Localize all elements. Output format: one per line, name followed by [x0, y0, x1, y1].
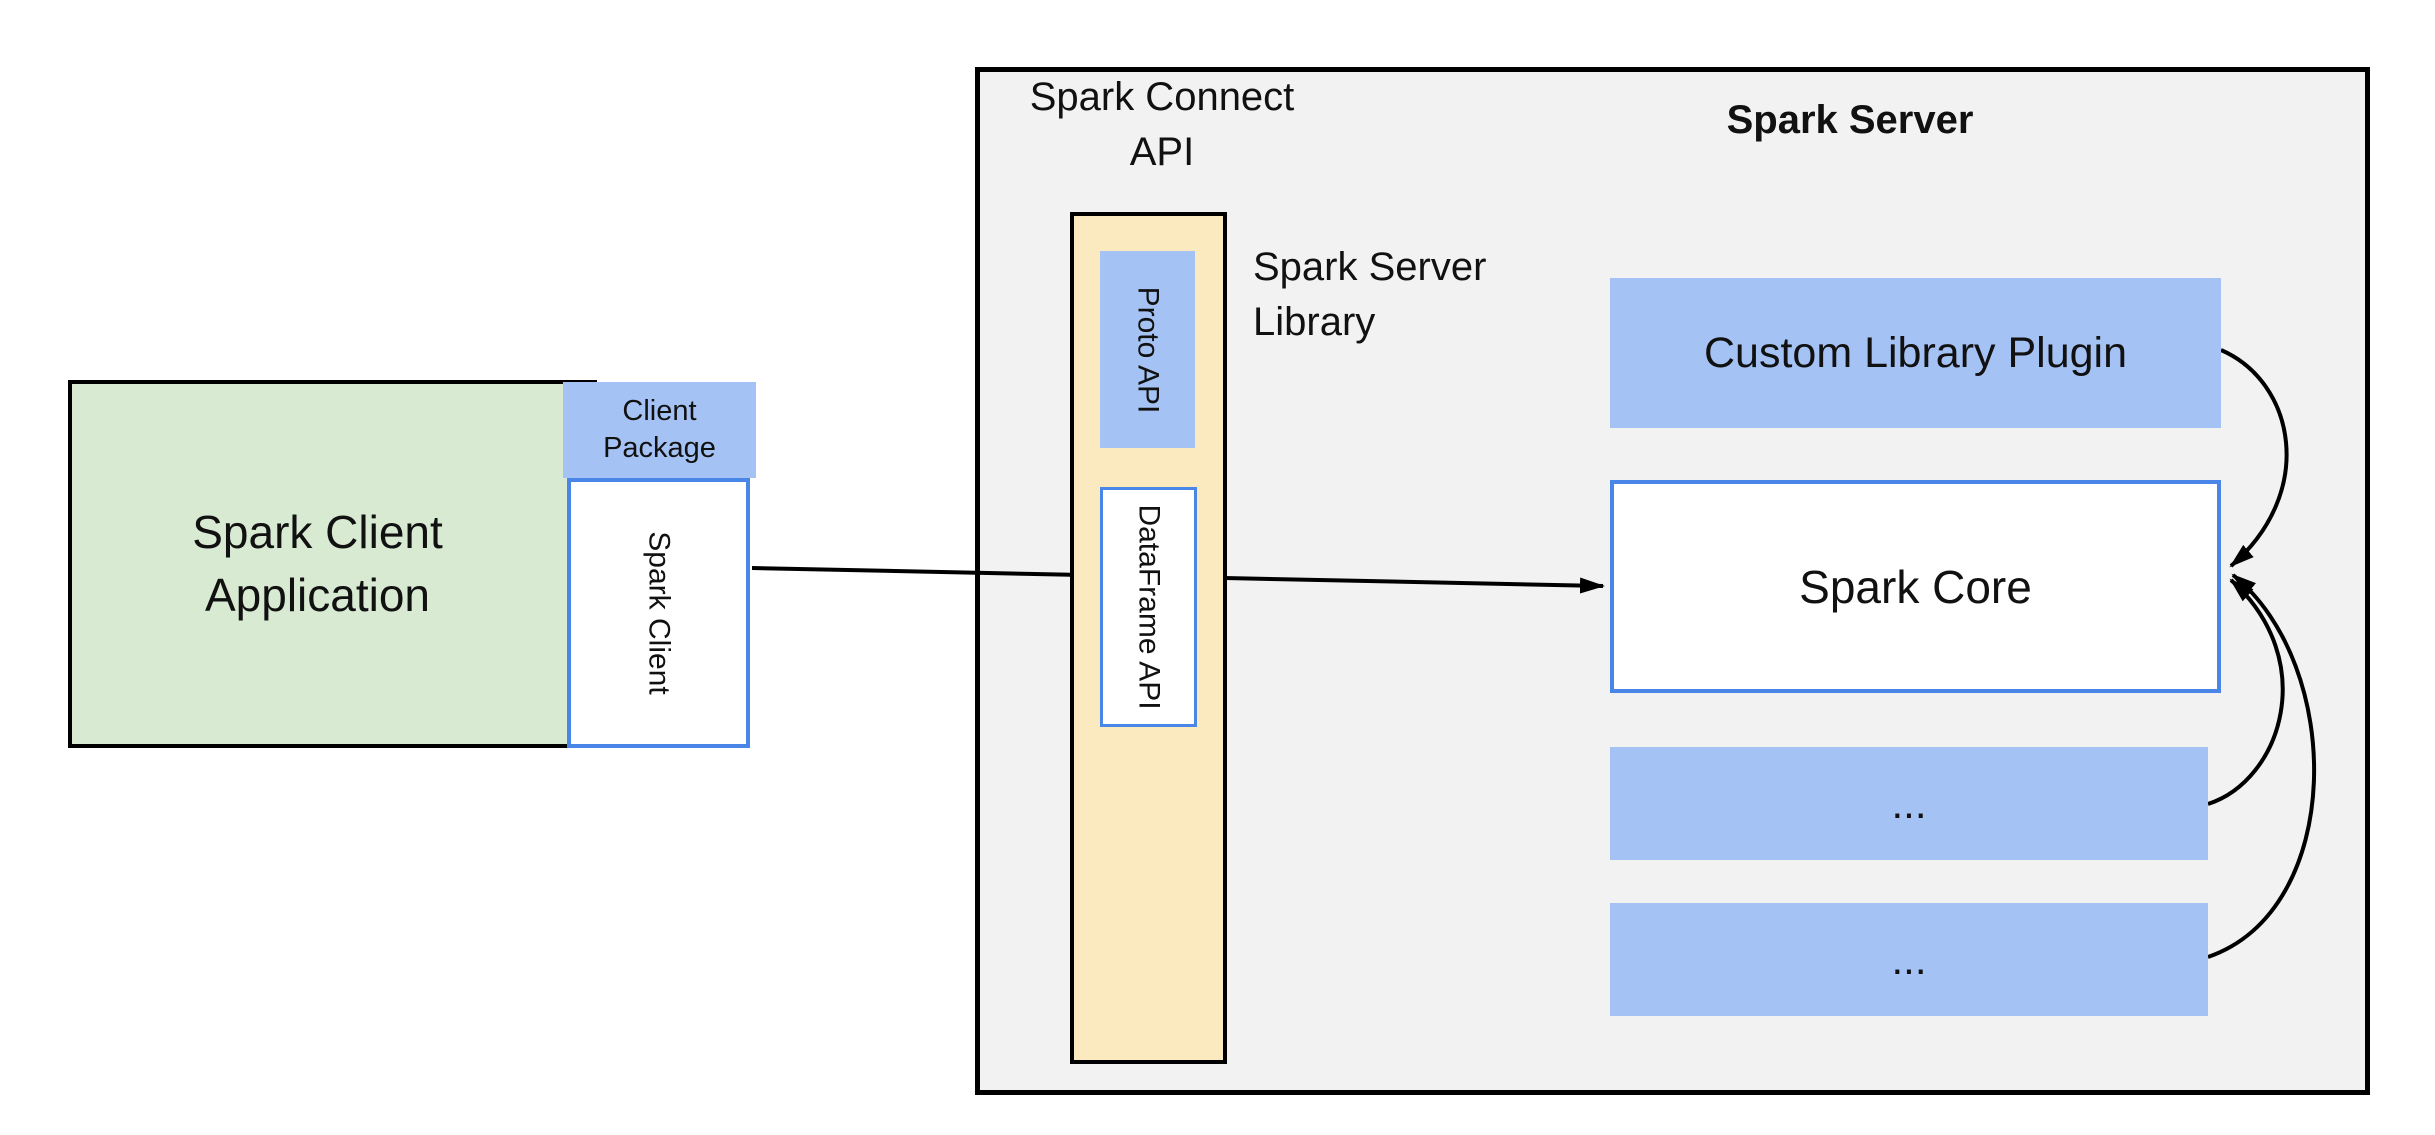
spark-core-box: Spark Core	[1610, 480, 2221, 693]
spark-client-label: Spark Client	[642, 531, 676, 695]
ellipsis-label-2: ...	[1891, 935, 1927, 983]
ellipsis-box-1: ...	[1610, 747, 2208, 860]
spark-client-box: Spark Client	[567, 478, 750, 748]
spark-server-library-label: Spark Server Library	[1253, 245, 1487, 344]
custom-library-plugin-box: Custom Library Plugin	[1610, 278, 2221, 428]
client-package-box: Client Package	[563, 382, 756, 478]
spark-client-application-box	[68, 380, 597, 748]
spark-server-title: Spark Server	[1726, 98, 1974, 142]
proto-api-label: Proto API	[1131, 286, 1165, 413]
spark-core-label: Spark Core	[1799, 560, 2032, 613]
dataframe-api-label: DataFrame API	[1132, 504, 1166, 710]
custom-library-plugin-label: Custom Library Plugin	[1703, 328, 2127, 377]
ellipsis-box-2: ...	[1610, 903, 2208, 1016]
spark-client-application-label: Spark Client Application	[192, 506, 443, 621]
dataframe-api-box: DataFrame API	[1100, 487, 1197, 727]
proto-api-box: Proto API	[1100, 251, 1195, 448]
spark-connect-api-title: Spark Connect API	[1029, 75, 1295, 174]
ellipsis-label-1: ...	[1891, 779, 1927, 827]
